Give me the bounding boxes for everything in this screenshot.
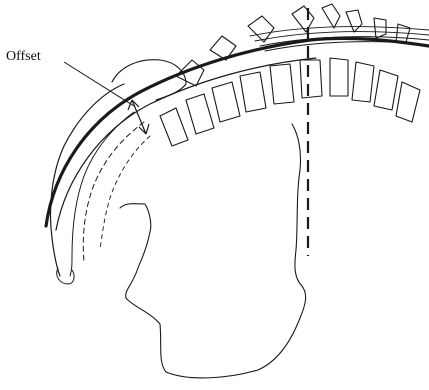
alignment-line-1 xyxy=(250,27,429,36)
spine-curve-thick xyxy=(46,38,429,226)
offset-label: Offset xyxy=(6,49,41,64)
vertebrae-bodies xyxy=(160,58,420,146)
vertebra-10 xyxy=(396,82,420,122)
pelvis-outline xyxy=(120,124,306,378)
vertebra-3 xyxy=(212,82,240,122)
vertebra-4 xyxy=(240,72,266,112)
rib-inner-curve xyxy=(70,112,134,276)
offset-arrow-shaft xyxy=(132,100,146,134)
vertebra-9 xyxy=(374,70,398,110)
vertebra-2 xyxy=(186,94,214,134)
offset-arrow xyxy=(128,100,149,134)
inner-dashed-curve xyxy=(100,136,150,250)
vertebra-6 xyxy=(300,60,322,98)
spinous-6 xyxy=(346,10,362,32)
spinous-7 xyxy=(374,18,386,38)
spinous-5 xyxy=(322,4,340,28)
vertebra-8 xyxy=(352,62,374,102)
vertebra-1 xyxy=(160,108,188,146)
previous-position-dashed-curve xyxy=(83,122,144,262)
rib-outer-curve xyxy=(51,84,125,276)
vertebra-7 xyxy=(330,58,348,96)
scapula-top xyxy=(112,60,186,100)
vertebra-5 xyxy=(270,64,294,104)
spinous-processes xyxy=(176,4,410,86)
